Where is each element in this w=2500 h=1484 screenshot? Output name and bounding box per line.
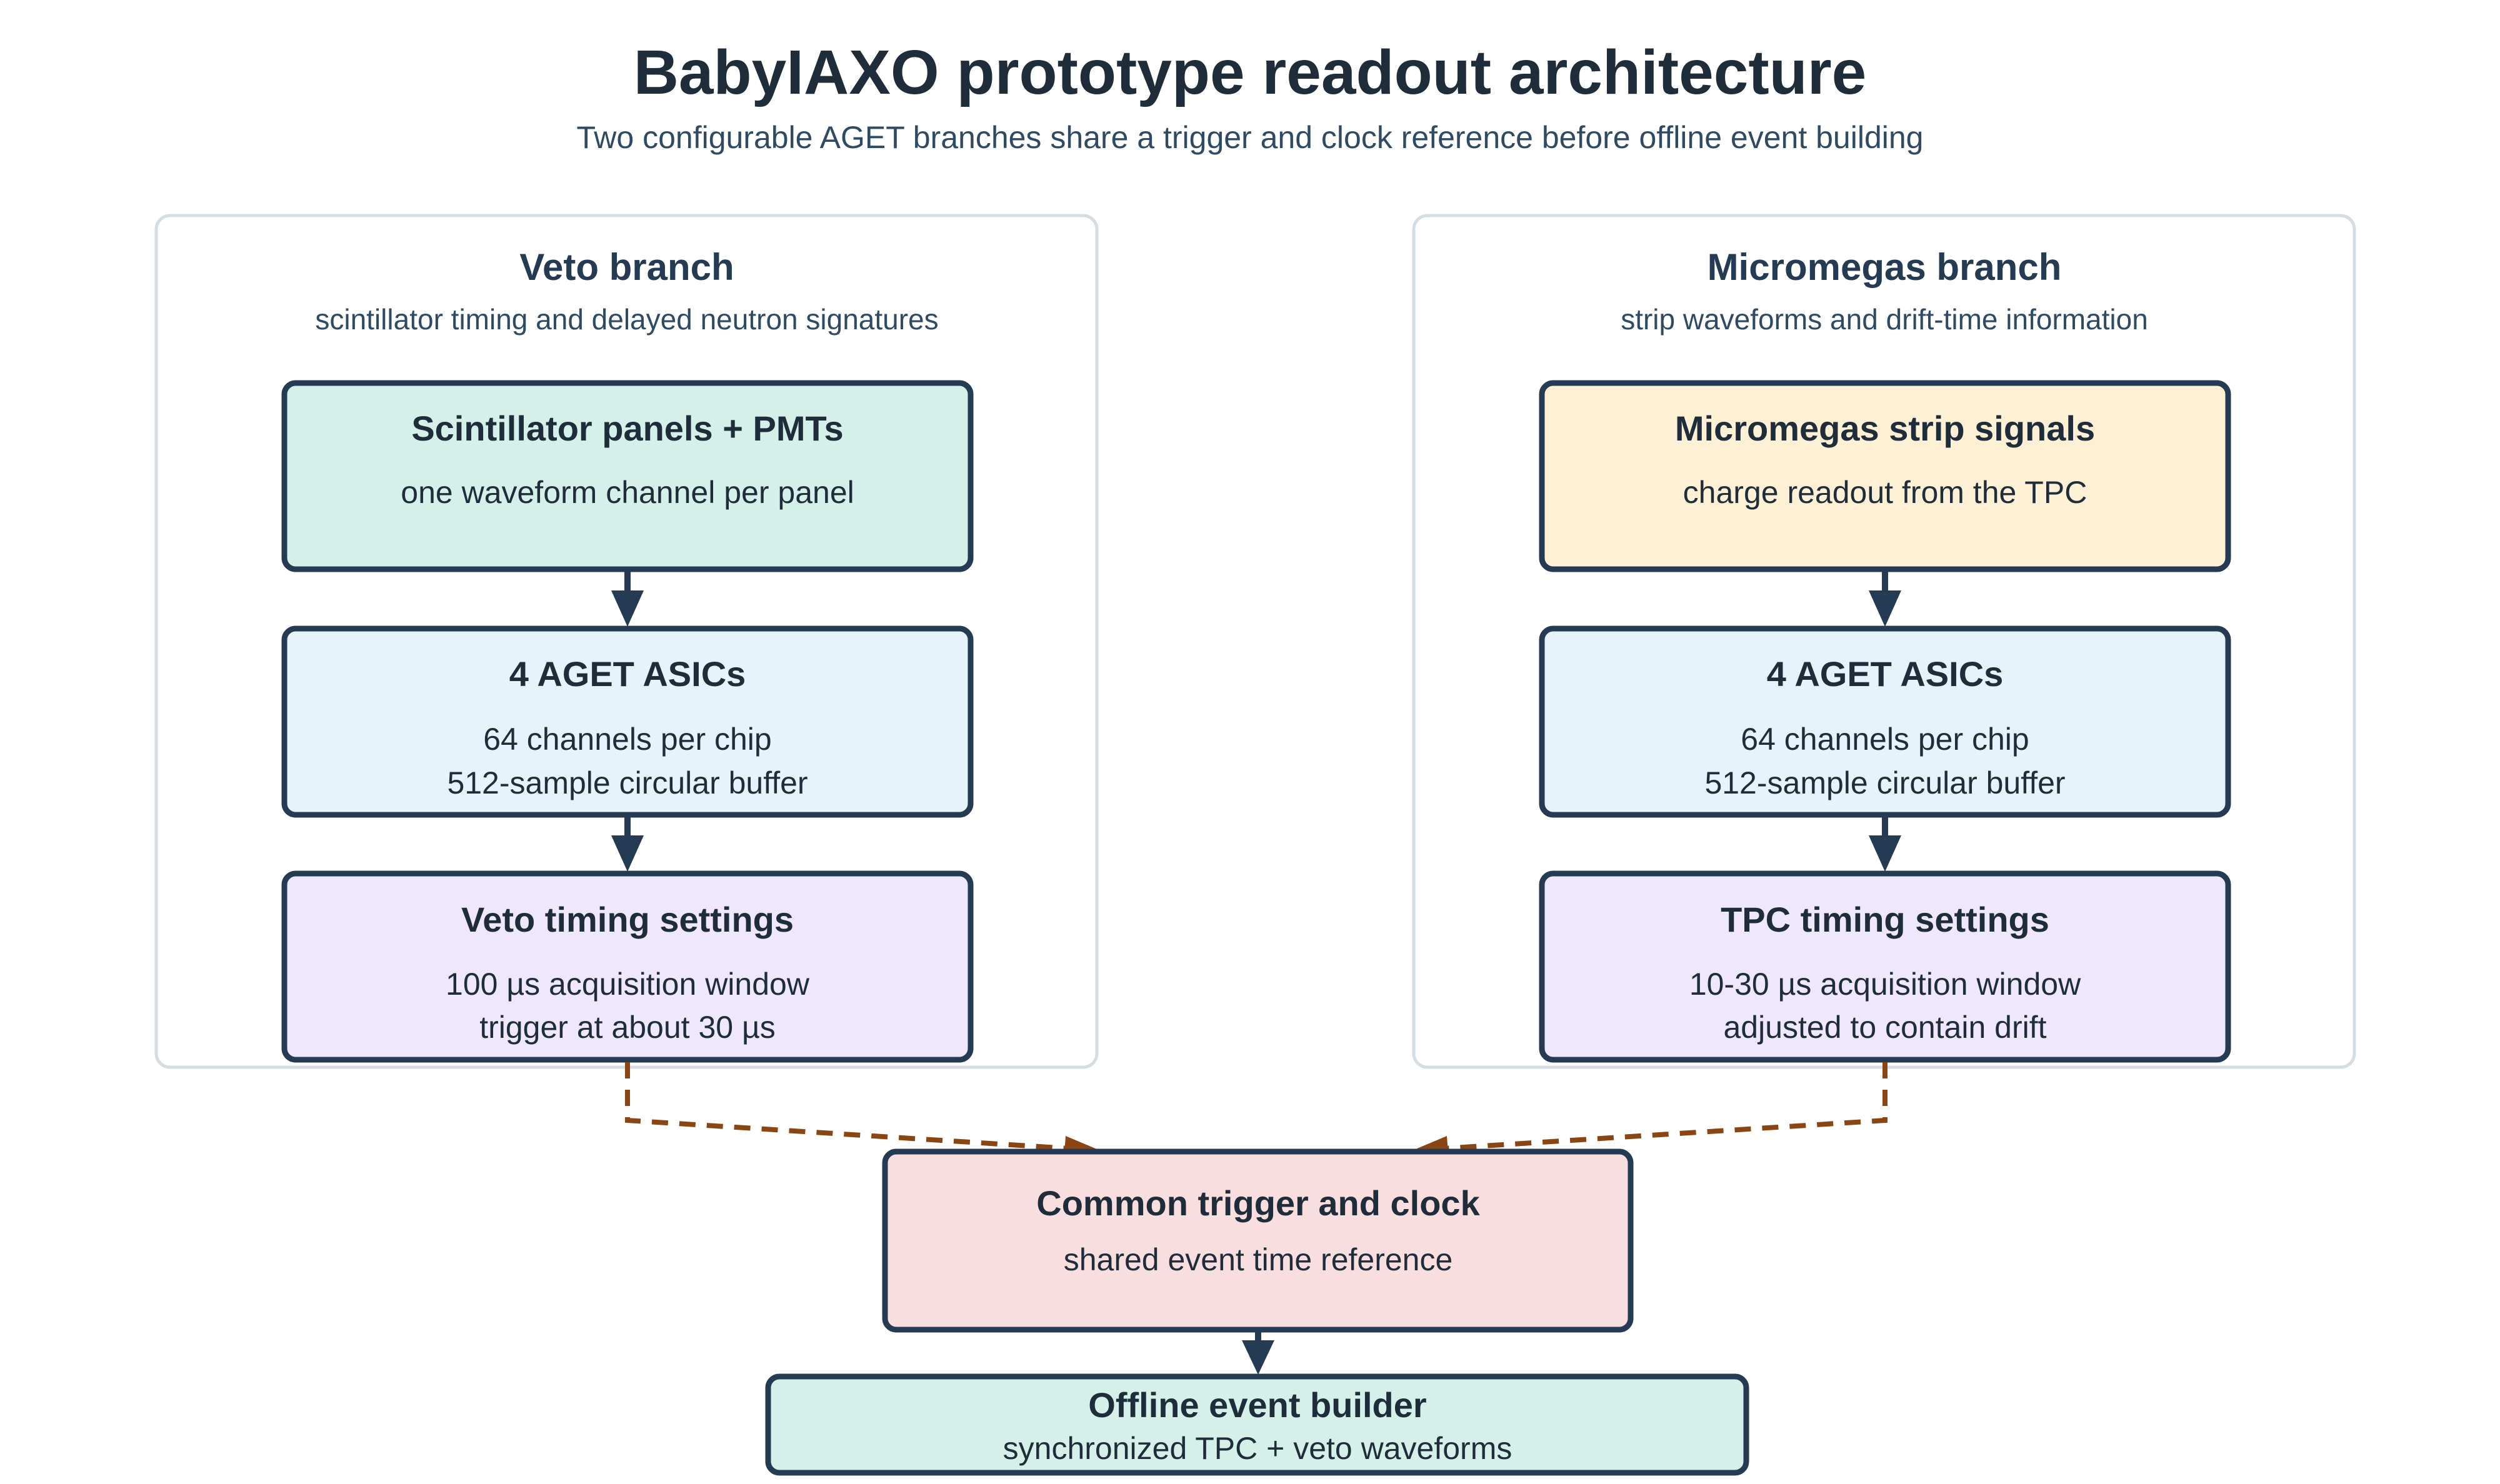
arrow-head-micromegas-to-asics [1869, 590, 1901, 627]
scintillator-panels-box [281, 380, 974, 572]
veto-timing-title: Veto timing settings [461, 900, 794, 939]
scintillator-panels-line-1: one waveform channel per panel [401, 475, 854, 510]
micromegas-aget-asics-line-1: 64 channels per chip [1741, 722, 2029, 757]
veto-timing-box [281, 870, 974, 1063]
offline-event-builder-line-1: synchronized TPC + veto waveforms [1003, 1431, 1512, 1466]
micromegas-aget-asics-title: 4 AGET ASICs [1767, 654, 2004, 694]
tpc-timing-box [1539, 870, 2231, 1063]
tpc-timing-line-1: 10-30 µs acquisition window [1689, 967, 2081, 1002]
veto-timing-line-1: 100 µs acquisition window [446, 967, 810, 1002]
veto-timing-line-2: trigger at about 30 µs [479, 1010, 776, 1045]
arrow-head-scintillator-to-asics [611, 590, 644, 627]
micromegas-strip-box [1539, 380, 2231, 572]
diagram-title: BabyIAXO prototype readout architecture [634, 37, 1867, 107]
offline-event-builder-title: Offline event builder [1088, 1385, 1426, 1425]
micromegas-aget-asics-line-2: 512-sample circular buffer [1704, 765, 2065, 800]
tpc-timing-line-2: adjusted to contain drift [1724, 1010, 2047, 1045]
micromegas-aget-asics-box [1539, 625, 2231, 818]
veto-aget-asics-line-1: 64 channels per chip [483, 722, 771, 757]
arrow-head-tpc-asics-to-timing [1869, 835, 1901, 872]
micromegas-strip-title: Micromegas strip signals [1675, 409, 2095, 448]
common-trigger-line-1: shared event time reference [1064, 1242, 1453, 1277]
arrow-head-veto-asics-to-timing [611, 835, 644, 872]
offline-event-builder-box [765, 1373, 1749, 1476]
scintillator-panels-title: Scintillator panels + PMTs [411, 409, 843, 448]
veto-aget-asics-title: 4 AGET ASICs [509, 654, 746, 694]
common-trigger-title: Common trigger and clock [1036, 1183, 1480, 1223]
veto-branch-subtitle: scintillator timing and delayed neutron … [315, 303, 938, 336]
dashed-arrow-veto-to-trigger [625, 1062, 1069, 1151]
diagram-subtitle: Two configurable AGET branches share a t… [576, 120, 1923, 155]
micromegas-strip-line-1: charge readout from the TPC [1683, 475, 2088, 510]
common-trigger-box [882, 1148, 1634, 1333]
arrow-head-trigger-to-builder [1242, 1340, 1274, 1375]
micromegas-branch-title: Micromegas branch [1708, 246, 2062, 288]
veto-branch-title: Veto branch [519, 246, 734, 288]
micromegas-branch-subtitle: strip waveforms and drift-time informati… [1621, 303, 2148, 336]
veto-aget-asics-box [281, 625, 974, 818]
tpc-timing-title: TPC timing settings [1721, 900, 2049, 939]
veto-aget-asics-line-2: 512-sample circular buffer [447, 765, 808, 800]
dashed-arrow-tpc-to-trigger [1443, 1062, 1888, 1151]
